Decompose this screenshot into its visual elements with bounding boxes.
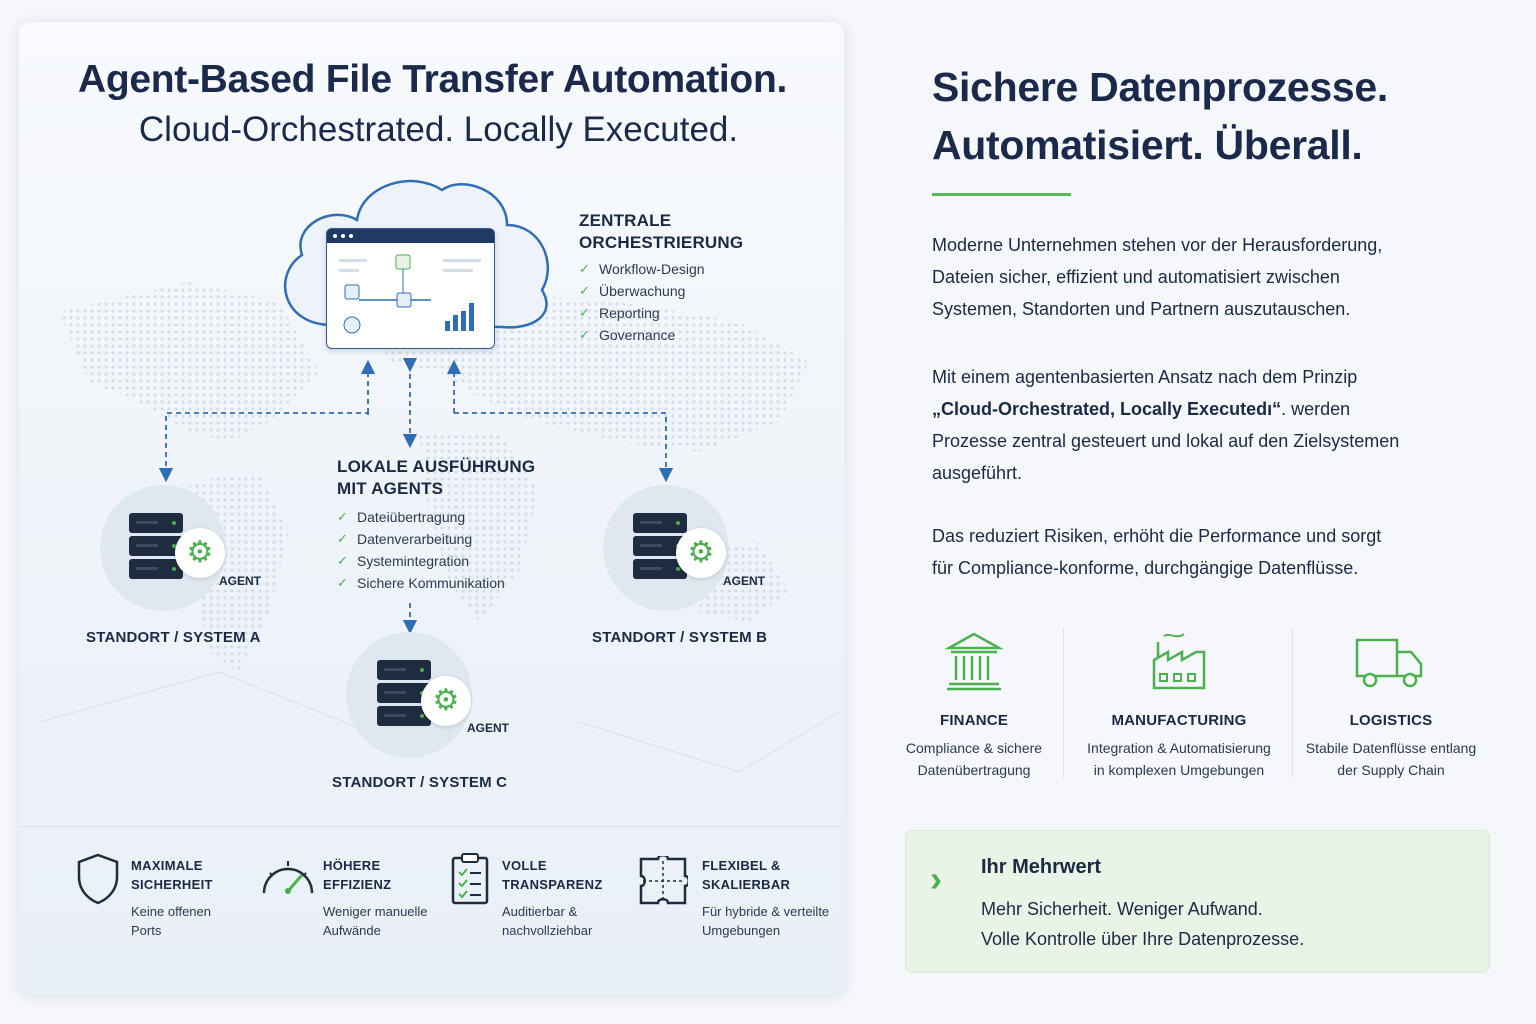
agent-label: AGENT xyxy=(219,574,261,588)
central-checklist: ✓Workflow-Design ✓Überwachung ✓Reporting… xyxy=(579,258,743,346)
gear-icon: ⚙ xyxy=(421,676,471,726)
diagram-title: Agent-Based File Transfer Automation. xyxy=(77,58,788,101)
list-item: ✓Überwachung xyxy=(579,280,743,302)
industry-divider xyxy=(1063,628,1064,778)
check-icon: ✓ xyxy=(579,283,590,298)
intro-paragraph: Moderne Unternehmen stehen vor der Herau… xyxy=(932,235,1383,319)
industry-divider xyxy=(1292,628,1293,778)
principle-quote: „Cloud-Orchestrated, Locally Executedı“ xyxy=(932,399,1282,419)
diagram-subtitle: Cloud-Orchestrated. Locally Executed. xyxy=(138,110,739,149)
bank-icon xyxy=(945,632,1003,691)
local-execution: LOKALE AUSFÜHRUNG MIT AGENTS ✓Dateiübert… xyxy=(337,456,535,594)
server-icon xyxy=(377,660,431,726)
site-label-a: STANDORT / SYSTEM A xyxy=(86,629,261,646)
factory-icon xyxy=(1152,633,1206,690)
benefit-paragraph: Das reduziert Risiken, erhöht die Perfor… xyxy=(932,526,1382,578)
window-titlebar xyxy=(327,229,494,243)
gear-icon: ⚙ xyxy=(676,528,726,578)
industry-logistics-desc: Stabile Datenflüsse entlang der Supply C… xyxy=(1305,740,1477,778)
value-title: Ihr Mehrwert xyxy=(981,856,1102,878)
connector-arrows xyxy=(158,357,674,635)
industry-finance-desc: Compliance & sichere Datenübertragung xyxy=(905,740,1043,778)
local-checklist: ✓Dateiübertragung ✓Datenverarbeitung ✓Sy… xyxy=(337,506,535,594)
local-title-line1: LOKALE AUSFÜHRUNG xyxy=(337,457,536,476)
check-icon: ✓ xyxy=(579,261,590,276)
check-icon: ✓ xyxy=(337,575,348,590)
agent-label: AGENT xyxy=(467,721,509,735)
check-icon: ✓ xyxy=(337,509,348,524)
list-item: ✓Governance xyxy=(579,324,743,346)
feature-scalability: FLEXIBEL & SKALIERBAR Für hybride & vert… xyxy=(702,858,830,938)
server-icon xyxy=(129,513,183,579)
industry-finance-title: FINANCE xyxy=(939,712,1009,729)
feature-transparency: VOLLE TRANSPARENZ Auditierbar & nachvoll… xyxy=(502,858,603,938)
shield-icon xyxy=(77,853,119,905)
check-icon: ✓ xyxy=(579,327,590,342)
gear-icon: ⚙ xyxy=(175,528,225,578)
check-icon: ✓ xyxy=(337,531,348,546)
accent-rule xyxy=(932,193,1071,196)
workflow-diagram-icon xyxy=(339,254,481,334)
value-box: › Ihr Mehrwert Mehr Sicherheit. Weniger … xyxy=(905,830,1490,973)
local-title-line2: MIT AGENTS xyxy=(337,479,444,498)
list-item: ✓Datenverarbeitung xyxy=(337,528,535,550)
central-title-line1: ZENTRALE xyxy=(579,211,672,230)
headline-line1: Sichere Datenprozesse. xyxy=(932,64,1388,110)
truck-icon xyxy=(1355,638,1423,688)
industry-manufacturing-title: MANUFACTURING xyxy=(1111,712,1247,729)
check-icon: ✓ xyxy=(579,305,590,320)
industry-logistics-title: LOGISTICS xyxy=(1349,712,1433,729)
chevron-right-icon: › xyxy=(930,858,942,899)
headline-line2: Automatisiert. Überall. xyxy=(932,122,1363,168)
central-orchestration: ZENTRALE ORCHESTRIERUNG ✓Workflow-Design… xyxy=(579,210,743,346)
feature-efficiency: HÖHERE EFFIZIENZ Weniger manuelle Aufwän… xyxy=(323,858,428,938)
site-label-b: STANDORT / SYSTEM B xyxy=(592,629,768,646)
value-text: Mehr Sicherheit. Weniger Aufwand. Volle … xyxy=(981,899,1305,949)
list-item: ✓Workflow-Design xyxy=(579,258,743,280)
central-title-line2: ORCHESTRIERUNG xyxy=(579,233,744,252)
dashboard-window xyxy=(326,228,495,349)
clipboard-check-icon xyxy=(451,853,489,905)
list-item: ✓Reporting xyxy=(579,302,743,324)
industry-manufacturing-desc: Integration & Automatisierung in komplex… xyxy=(1087,740,1271,778)
server-icon xyxy=(633,513,687,579)
list-item: ✓Dateiübertragung xyxy=(337,506,535,528)
list-item: ✓Sichere Kommunikation xyxy=(337,572,535,594)
gauge-icon xyxy=(262,861,314,894)
agent-label: AGENT xyxy=(723,574,765,588)
site-label-c: STANDORT / SYSTEM C xyxy=(332,774,508,791)
check-icon: ✓ xyxy=(337,553,348,568)
feature-divider xyxy=(19,826,844,827)
list-item: ✓Systemintegration xyxy=(337,550,535,572)
headline: Sichere Datenprozesse. Automatisiert. Üb… xyxy=(932,58,1492,174)
feature-security: MAXIMALE SICHERHEIT Keine offenen Ports xyxy=(131,858,213,938)
approach-paragraph: Mit einem agentenbasierten Ansatz nach d… xyxy=(932,367,1400,483)
puzzle-icon xyxy=(639,856,688,905)
